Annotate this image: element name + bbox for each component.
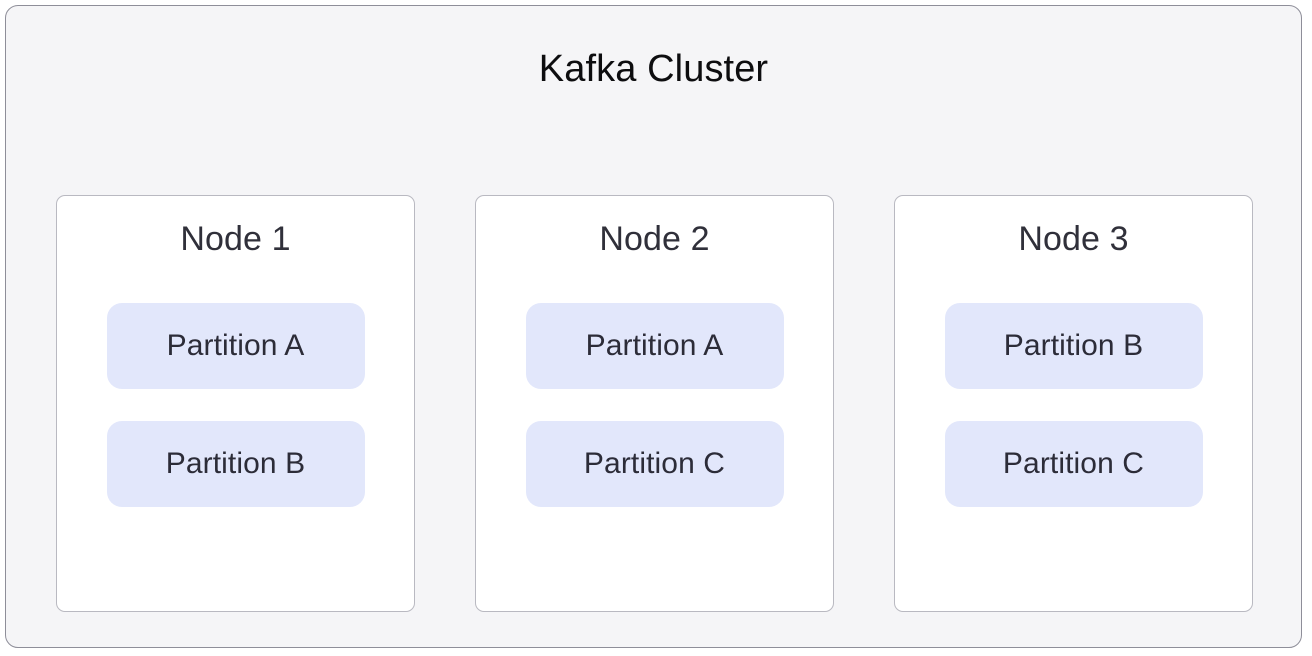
node-title: Node 1	[180, 220, 291, 258]
partition-pill[interactable]: Partition C	[944, 421, 1203, 508]
partition-pill[interactable]: Partition C	[525, 421, 784, 508]
kafka-cluster-container: Kafka Cluster Node 1 Partition A Partiti…	[5, 5, 1302, 648]
partition-pill[interactable]: Partition B	[106, 421, 365, 508]
partition-list: Partition A Partition C	[525, 303, 784, 508]
cluster-title: Kafka Cluster	[538, 48, 769, 90]
partition-pill[interactable]: Partition A	[525, 303, 784, 390]
node-list: Node 1 Partition A Partition B Node 2 Pa…	[56, 195, 1253, 612]
node-title: Node 3	[1018, 220, 1129, 258]
node-title: Node 2	[599, 220, 710, 258]
partition-pill[interactable]: Partition A	[106, 303, 365, 390]
partition-list: Partition B Partition C	[944, 303, 1203, 508]
node-card-3[interactable]: Node 3 Partition B Partition C	[894, 195, 1253, 612]
node-card-1[interactable]: Node 1 Partition A Partition B	[56, 195, 415, 612]
partition-pill[interactable]: Partition B	[944, 303, 1203, 390]
partition-list: Partition A Partition B	[106, 303, 365, 508]
node-card-2[interactable]: Node 2 Partition A Partition C	[475, 195, 834, 612]
